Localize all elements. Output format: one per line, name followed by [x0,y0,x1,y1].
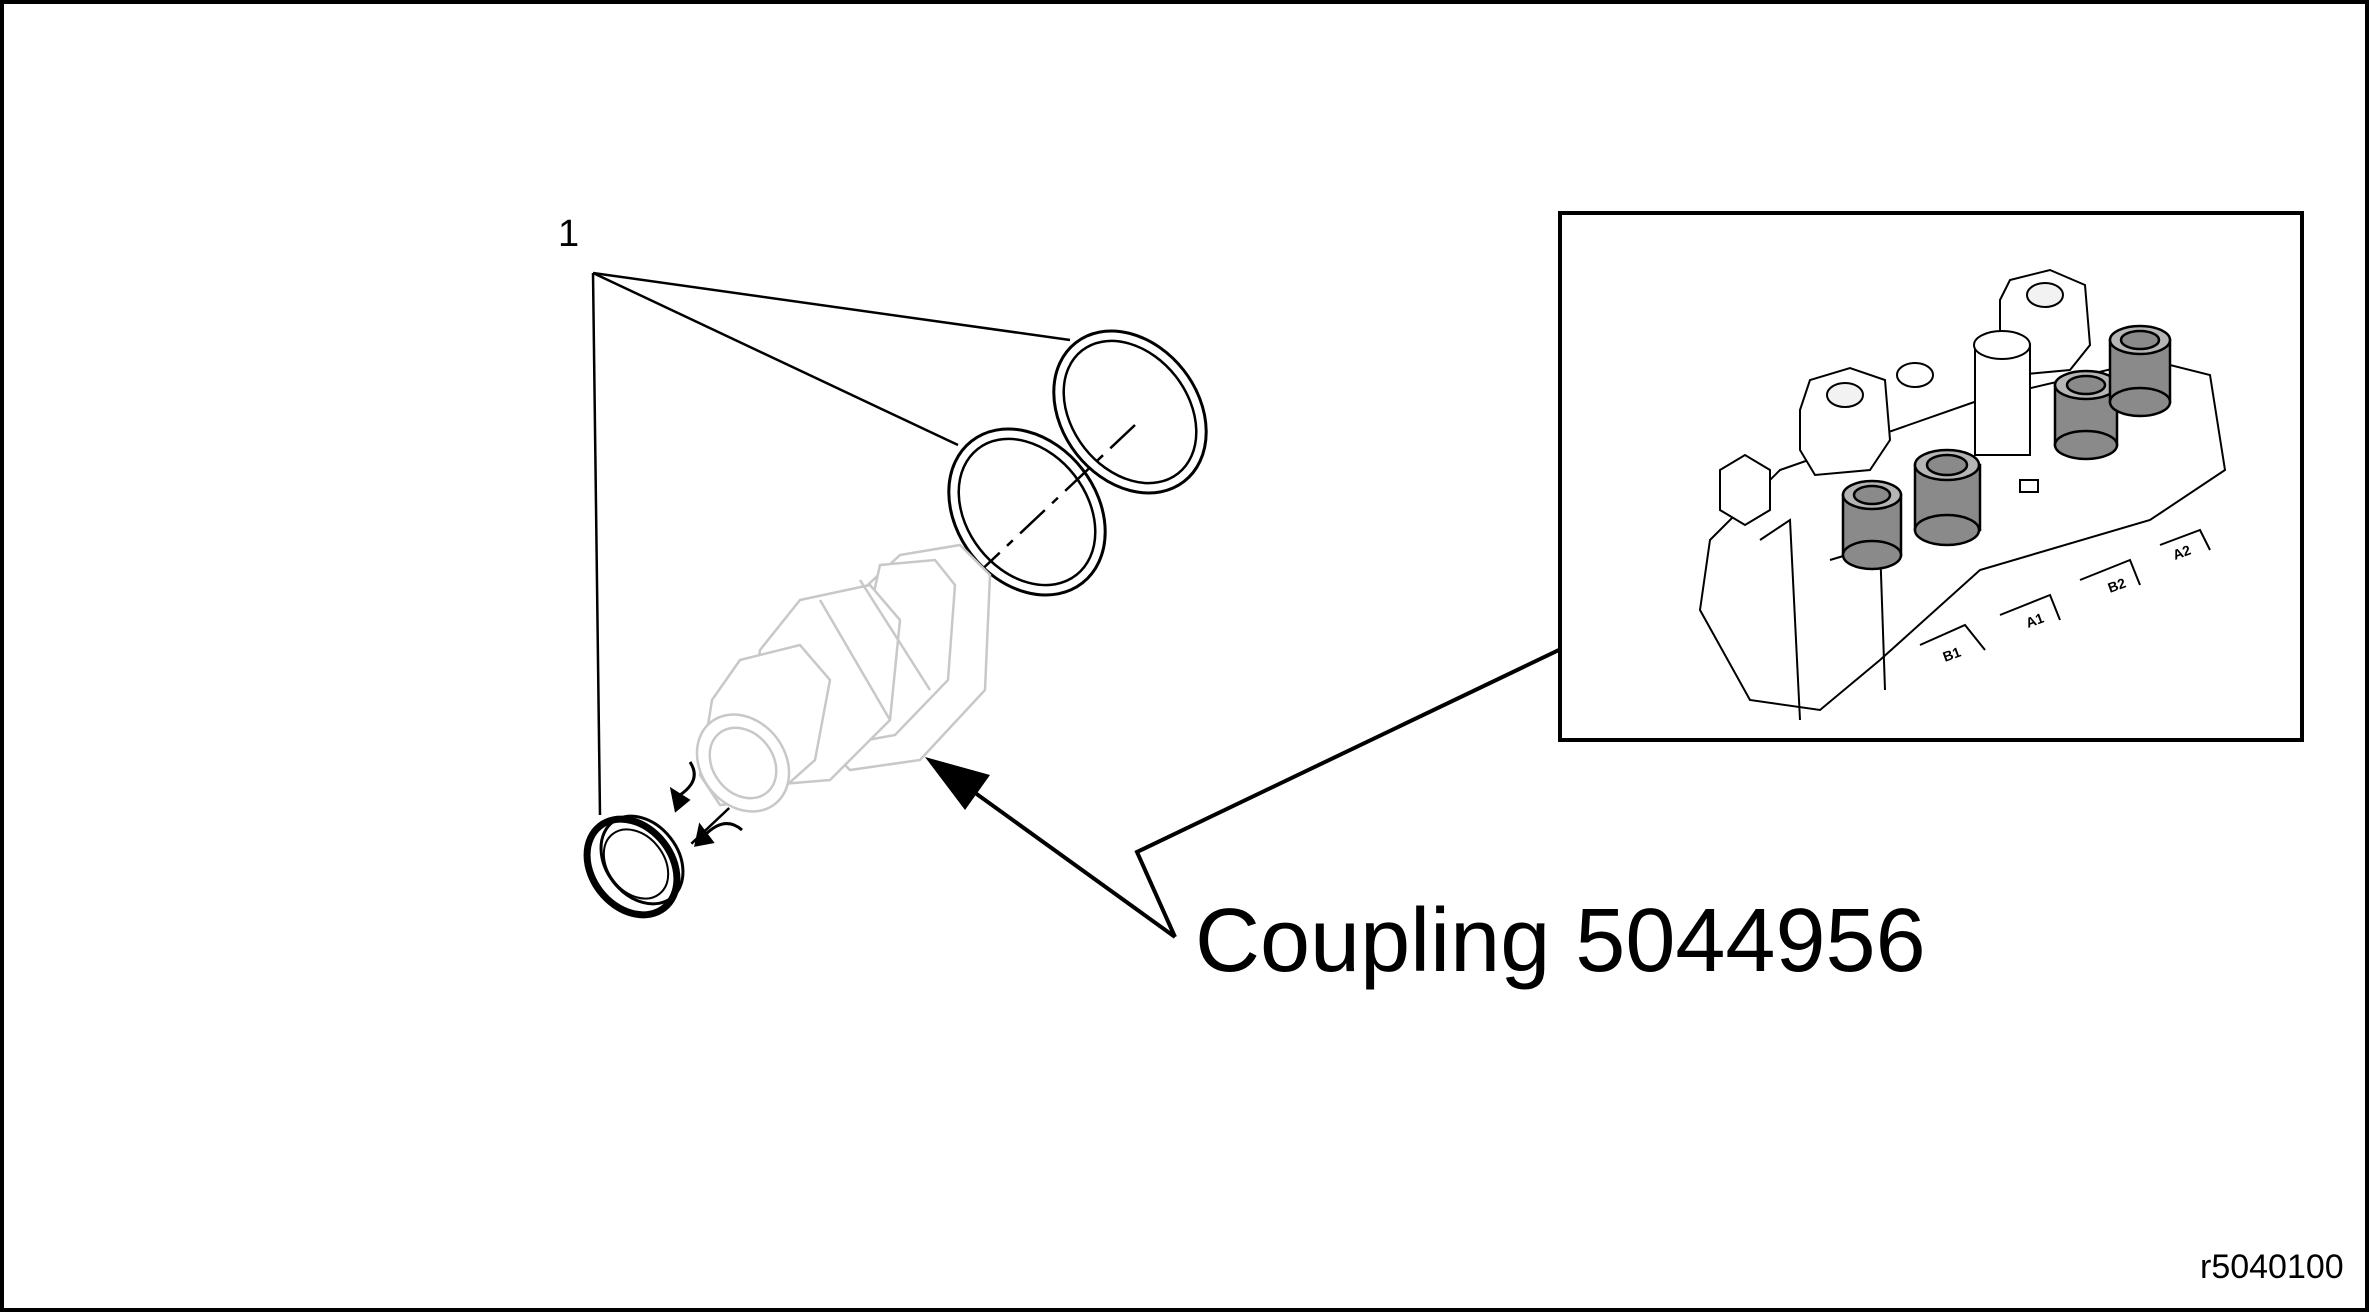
pointer-arrow-to-coupling [925,757,1177,939]
port-label-a1: A1 [2024,610,2046,631]
inset-coupling-a1 [1913,448,1982,547]
inset-coupling-a2 [2108,324,2172,418]
caption-label: Coupling 5044956 [1195,891,1926,991]
reference-code: r5040100 [2200,1248,2344,1286]
port-label-b2: B2 [2106,575,2128,596]
callout-number: 1 [558,213,580,255]
inset-couplings [1841,324,2172,571]
port-label-b1: B1 [1941,644,1963,665]
port-label-a2: A2 [2171,542,2193,563]
rotation-arrows-icon [669,761,743,847]
inset-coupling-b1 [1841,479,1903,571]
o-ring-large [1052,329,1208,495]
retaining-ring [583,814,685,919]
coupling-body [695,543,992,813]
inset-port-labels: B1 A1 B2 A2 [1941,542,2193,665]
callout-1-leaders [591,271,1071,816]
inset-coupling-b2 [2053,369,2119,461]
